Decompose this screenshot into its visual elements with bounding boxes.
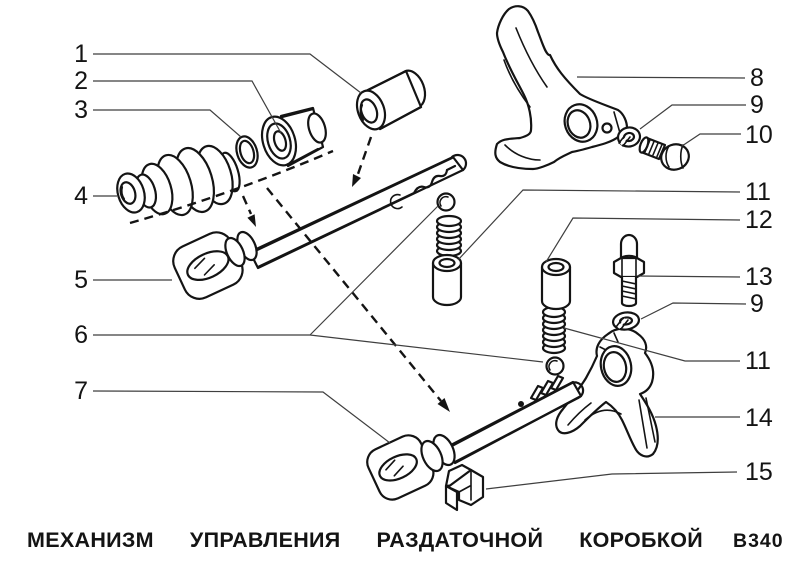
leader-11b <box>563 327 740 362</box>
upper-shift-rod <box>172 153 468 300</box>
bracket-clamp <box>444 463 485 512</box>
detent-spring-lower <box>541 305 567 355</box>
lock-washer-upper <box>616 126 642 148</box>
callout-6: 6 <box>74 321 88 349</box>
callout-9-bottom: 9 <box>750 290 764 318</box>
callout-labels: 1 2 3 4 5 6 7 8 9 10 11 12 13 9 11 14 15 <box>74 40 773 486</box>
callout-4: 4 <box>74 182 88 210</box>
lower-shift-rod <box>366 374 585 501</box>
callout-13: 13 <box>745 263 773 291</box>
callout-3: 3 <box>74 96 88 124</box>
retaining-ring <box>235 135 259 169</box>
callout-14: 14 <box>745 404 773 432</box>
leader-10 <box>681 133 741 147</box>
leader-9b <box>640 302 747 320</box>
callout-5: 5 <box>74 266 88 294</box>
callout-1: 1 <box>74 40 88 68</box>
detent-ball-lower <box>545 356 565 376</box>
callout-8: 8 <box>750 64 764 92</box>
assembly-guides <box>129 136 450 412</box>
sleeve-bushing <box>355 69 427 131</box>
lock-washer-lower <box>611 311 641 331</box>
leader-3 <box>93 109 242 138</box>
leader-8 <box>576 76 746 79</box>
lower-shift-fork <box>555 327 659 458</box>
leader-11t <box>457 189 741 261</box>
callout-7: 7 <box>74 377 88 405</box>
bolt <box>638 136 690 171</box>
upper-shift-fork <box>494 5 629 171</box>
drawing-code: B340 <box>733 530 784 552</box>
callout-11-top: 11 <box>745 178 771 206</box>
callout-11-bottom: 11 <box>745 347 771 375</box>
caption-word-1: МЕХАНИЗМ <box>27 528 154 552</box>
leader-12 <box>545 217 741 263</box>
detent-ball-upper <box>436 192 456 212</box>
caption-word-2: УПРАВЛЕНИЯ <box>189 528 341 552</box>
callout-12: 12 <box>745 206 773 234</box>
leader-lines <box>92 53 747 490</box>
callout-9-top: 9 <box>750 91 764 119</box>
detent-spring-upper <box>435 214 463 258</box>
figure-caption: МЕХАНИЗМ УПРАВЛЕНИЯ РАЗДАТОЧНОЙ КОРОБКОЙ <box>27 528 703 553</box>
leader-2 <box>93 80 282 134</box>
bushing-right <box>540 257 572 311</box>
leader-9t <box>639 104 746 130</box>
oil-seal <box>260 106 327 168</box>
caption-word-4: КОРОБКОЙ <box>579 528 703 552</box>
stud <box>612 233 646 308</box>
leader-6 <box>93 205 544 363</box>
leader-15 <box>485 471 738 490</box>
leader-1 <box>93 53 362 94</box>
leader-7 <box>92 390 391 444</box>
caption-word-3: РАЗДАТОЧНОЙ <box>376 528 544 552</box>
leader-13 <box>637 275 741 278</box>
bushing-left <box>431 253 463 307</box>
callout-15: 15 <box>745 458 773 486</box>
callout-10: 10 <box>745 121 773 149</box>
callout-2: 2 <box>74 67 88 95</box>
rubber-boot <box>116 144 241 217</box>
